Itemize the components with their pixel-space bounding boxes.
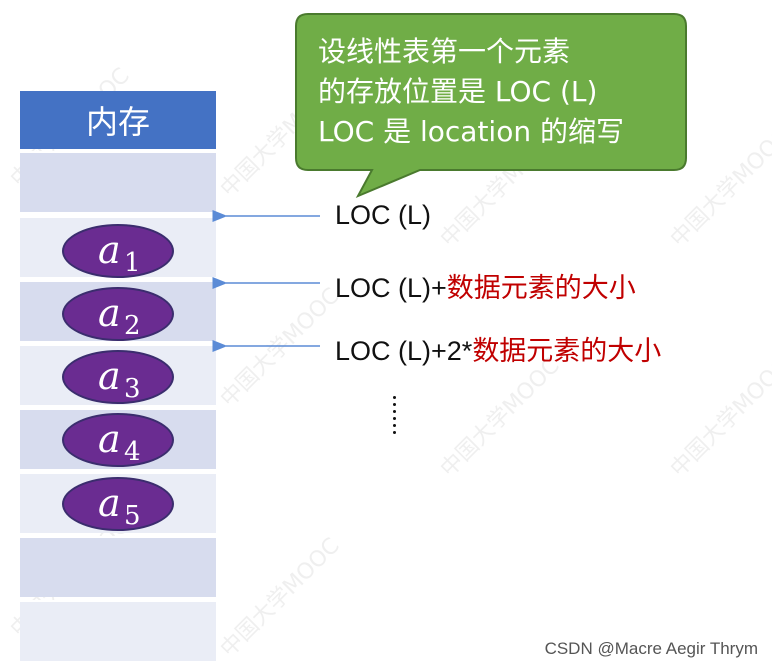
element-symbol: a	[98, 228, 121, 272]
element-symbol: a	[98, 354, 121, 398]
element-subscript: 2	[124, 311, 141, 341]
callout-line: 的存放位置是 LOC (L)	[318, 75, 598, 108]
address-red-text: 数据元素的大小	[472, 336, 662, 367]
memory-cell	[20, 536, 216, 597]
address-expr: LOC (L)+	[335, 273, 447, 303]
address-label-3: LOC (L)+2*数据元素的大小	[335, 329, 661, 368]
callout-line: 设线性表第一个元素	[318, 35, 571, 68]
memory-header: 内存	[20, 91, 216, 149]
callout-text: 设线性表第一个元素 的存放位置是 LOC (L) LOC 是 location …	[318, 32, 678, 152]
element-a1: a 1	[62, 224, 174, 278]
memory-cell	[20, 151, 216, 212]
element-symbol: a	[98, 417, 121, 461]
element-a3: a 3	[62, 350, 174, 404]
ellipsis-dots	[391, 396, 397, 434]
element-a4: a 4	[62, 413, 174, 467]
address-label-2: LOC (L)+数据元素的大小	[335, 266, 636, 305]
memory-cell	[20, 600, 216, 661]
element-subscript: 5	[124, 501, 141, 531]
address-red-text: 数据元素的大小	[446, 273, 636, 304]
credit-text: CSDN @Macre Aegir Thrym	[544, 639, 758, 658]
callout-bubble	[295, 13, 687, 199]
element-a5: a 5	[62, 477, 174, 531]
callout-line: LOC 是 location 的缩写	[318, 115, 624, 148]
element-symbol: a	[98, 291, 121, 335]
element-subscript: 3	[124, 374, 141, 404]
address-expr: LOC (L)+2*	[335, 336, 473, 366]
address-label-1: LOC (L)	[335, 200, 431, 231]
element-subscript: 4	[124, 437, 141, 467]
element-subscript: 1	[124, 248, 141, 278]
element-a2: a 2	[62, 287, 174, 341]
element-symbol: a	[98, 481, 121, 525]
address-expr: LOC (L)	[335, 200, 432, 230]
